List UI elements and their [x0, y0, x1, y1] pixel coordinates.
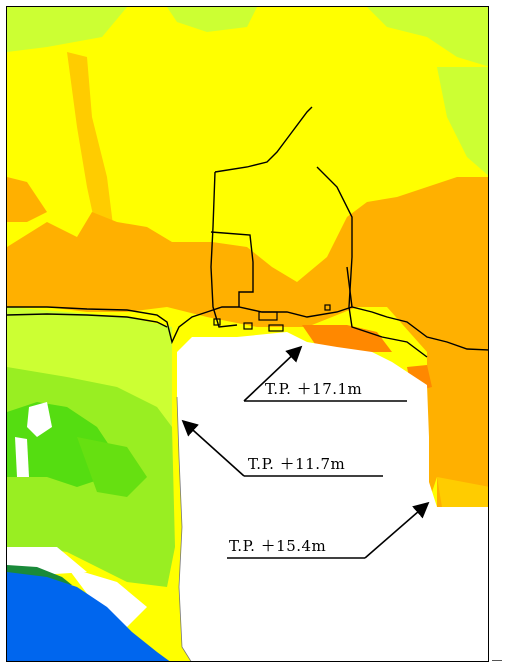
- elevation-label-17-1: T.P. ＋17.1m: [265, 380, 363, 398]
- inundation-map: T.P. ＋17.1m T.P. ＋11.7m T.P. ＋15.4m: [6, 6, 489, 662]
- region-orange-w-band: [7, 177, 47, 222]
- district-boundaries: [7, 106, 488, 358]
- region-white-w2: [15, 437, 29, 477]
- region-yellow-green-ne2: [437, 67, 488, 176]
- region-white-w1: [27, 402, 52, 437]
- elevation-label-11-7: T.P. ＋11.7m: [248, 455, 346, 473]
- arrow-3: [364, 501, 430, 559]
- region-yellow-green-nw: [7, 7, 127, 52]
- region-white-w4: [67, 567, 147, 627]
- arrow-1: [243, 345, 303, 402]
- region-orange-nw-tongue: [67, 52, 117, 257]
- region-orange-middle: [7, 177, 488, 507]
- basin-left-edge: [176, 396, 192, 661]
- region-sea-blue: [7, 572, 170, 661]
- small-boundary-squares: [213, 304, 331, 332]
- elevation-label-15-4: T.P. ＋15.4m: [229, 537, 327, 555]
- region-yellow-green-ne: [367, 7, 488, 67]
- region-green-sw2: [77, 437, 147, 497]
- arrow-2: [181, 419, 245, 477]
- map-canvas: [7, 7, 488, 661]
- annotation-arrows: [181, 345, 430, 559]
- region-white-basin: [177, 332, 488, 661]
- region-yellow-green-north: [167, 7, 257, 32]
- corner-tick: [492, 660, 502, 661]
